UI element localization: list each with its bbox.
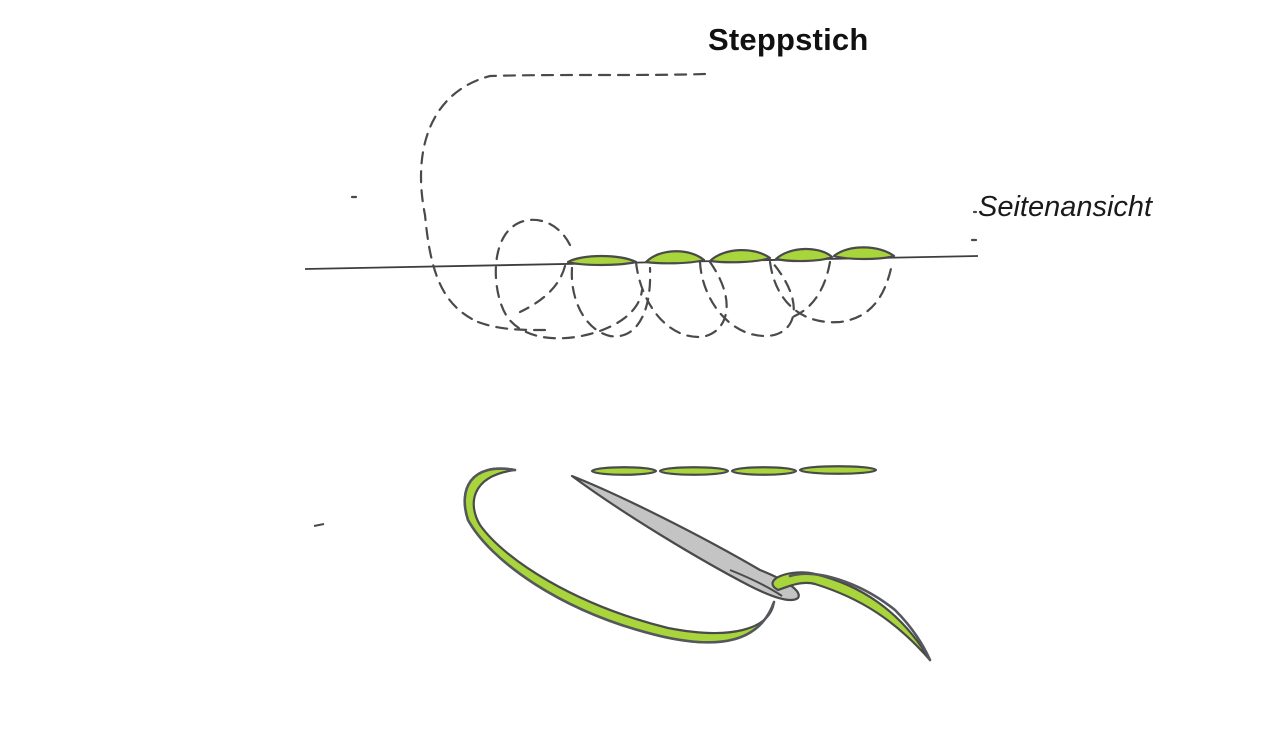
thread-tail xyxy=(771,571,932,662)
needle-view-illustration xyxy=(313,465,932,662)
top-stitch-4 xyxy=(774,247,834,263)
diagram-title: Steppstich xyxy=(708,22,869,57)
top-stitch-5 xyxy=(832,246,896,261)
needle-eye xyxy=(729,569,783,597)
side-view-illustration xyxy=(304,72,979,340)
top-stitch-1 xyxy=(566,254,638,267)
needle xyxy=(570,474,800,602)
side-view-label: Seitenansicht xyxy=(978,191,1153,223)
underside-loop-5 xyxy=(788,260,832,320)
thread-arc-tail-dashed xyxy=(476,320,547,332)
underside-loop-2 xyxy=(634,260,728,339)
thread-tail-outline xyxy=(788,572,932,662)
thread-loop-outline xyxy=(463,467,776,644)
underside-loop-4 xyxy=(768,260,894,324)
underside-loop-3 xyxy=(698,260,795,338)
underside-loop-1 xyxy=(570,266,652,338)
thread-loop-dashed xyxy=(494,218,644,340)
front-stitch-4 xyxy=(798,465,878,475)
front-stitch-1 xyxy=(590,466,658,476)
thread-arc-dashed xyxy=(419,72,707,324)
front-stitch-2 xyxy=(658,466,730,476)
top-stitch-3 xyxy=(708,249,772,264)
thread-loop-inner-dashed xyxy=(518,264,567,314)
front-stitch-3 xyxy=(730,466,798,476)
stray-mark xyxy=(313,523,325,527)
top-stitch-2 xyxy=(644,250,706,265)
